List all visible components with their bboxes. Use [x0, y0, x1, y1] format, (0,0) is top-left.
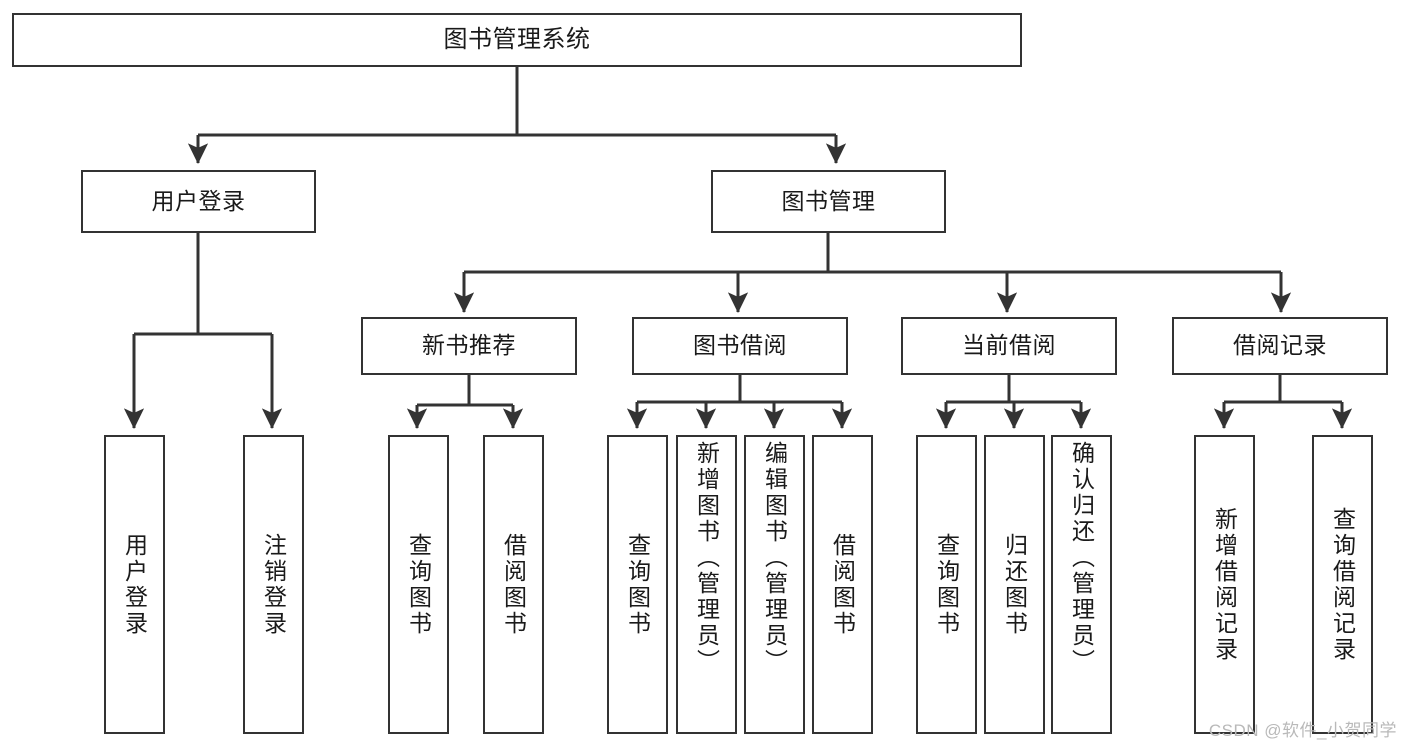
node-book-management[interactable]: 图书管理 [711, 170, 946, 233]
node-label: 图书管理系统 [443, 25, 591, 53]
node-label: 当前借阅 [962, 332, 1056, 359]
node-label: 借阅图书 [829, 532, 856, 637]
leaf-recommend-query-book[interactable]: 查询图书 [388, 435, 449, 734]
node-borrow-records[interactable]: 借阅记录 [1172, 317, 1388, 375]
node-label: 新书推荐 [422, 332, 516, 359]
watermark: CSDN @软件_小贺同学 [1208, 721, 1397, 740]
leaf-records-query-record[interactable]: 查询借阅记录 [1312, 435, 1373, 734]
node-root-system[interactable]: 图书管理系统 [12, 13, 1022, 67]
leaf-user-login-logout[interactable]: 注销登录 [243, 435, 304, 734]
leaf-borrow-borrow-book[interactable]: 借阅图书 [812, 435, 873, 734]
leaf-current-return-book[interactable]: 归还图书 [984, 435, 1045, 734]
node-label: 查询图书 [405, 532, 432, 637]
node-label: 归还图书 [1001, 532, 1028, 637]
node-new-book-recommend[interactable]: 新书推荐 [361, 317, 577, 375]
node-user-login[interactable]: 用户登录 [81, 170, 316, 233]
node-label: 新增图书（管理员） [693, 441, 720, 675]
leaf-current-query-book[interactable]: 查询图书 [916, 435, 977, 734]
leaf-borrow-edit-book-admin[interactable]: 编辑图书（管理员） [744, 435, 805, 734]
node-label: 确认归还（管理员） [1068, 441, 1095, 675]
node-label: 查询图书 [933, 532, 960, 637]
node-label: 用户登录 [121, 532, 148, 637]
node-label: 用户登录 [151, 187, 246, 214]
node-label: 编辑图书（管理员） [761, 441, 788, 675]
leaf-user-login-login[interactable]: 用户登录 [104, 435, 165, 734]
leaf-records-add-record[interactable]: 新增借阅记录 [1194, 435, 1255, 734]
leaf-recommend-borrow-book[interactable]: 借阅图书 [483, 435, 544, 734]
leaf-borrow-add-book-admin[interactable]: 新增图书（管理员） [676, 435, 737, 734]
node-book-borrow[interactable]: 图书借阅 [632, 317, 848, 375]
node-label: 新增借阅记录 [1211, 506, 1238, 663]
node-label: 借阅图书 [500, 532, 527, 637]
node-label: 借阅记录 [1233, 332, 1327, 359]
node-label: 图书管理 [781, 187, 876, 214]
leaf-current-confirm-return-admin[interactable]: 确认归还（管理员） [1051, 435, 1112, 734]
node-current-borrow[interactable]: 当前借阅 [901, 317, 1117, 375]
node-label: 注销登录 [260, 532, 287, 637]
leaf-borrow-query-book[interactable]: 查询图书 [607, 435, 668, 734]
node-label: 查询借阅记录 [1329, 506, 1356, 663]
node-label: 图书借阅 [693, 332, 787, 359]
node-label: 查询图书 [624, 532, 651, 637]
